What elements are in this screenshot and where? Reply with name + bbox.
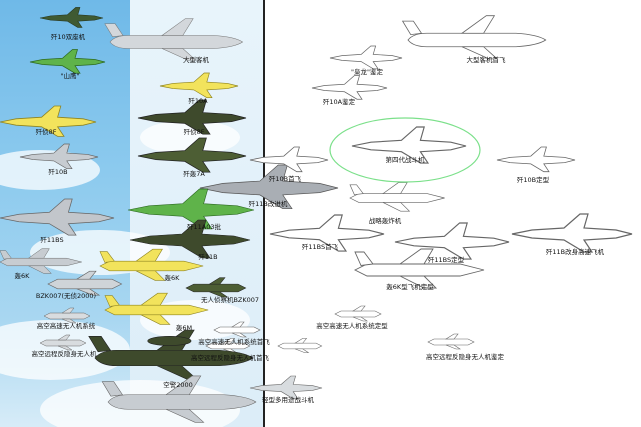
label-j10-twin-seat: 歼10双座机: [50, 33, 86, 41]
label-j10b-first-flight: 歼10B首飞: [268, 175, 302, 183]
h6k-bomber-left: [0, 248, 83, 274]
j11bs-final-outline: [394, 222, 510, 261]
h6m-yellow-bomber: [104, 292, 209, 325]
label-light-fighter: 轻型多用途战斗机: [262, 396, 314, 404]
label-strategic-bomber: 战略轰炸机: [368, 217, 402, 225]
label-kj2000: 空警2000: [163, 381, 193, 389]
jh7a-aircraft: [137, 137, 247, 174]
kj2000-awacs: [88, 329, 254, 381]
label-j11bs-first-flight: 歼11BS首飞: [301, 243, 339, 251]
label-airliner: 大型客机: [183, 56, 209, 64]
shanying-trainer-aircraft: [29, 48, 106, 74]
label-fourth-gen: 第四代战斗机: [385, 156, 425, 164]
label-shanying: "山鹰": [60, 72, 80, 80]
label-bzk007-left: BZK007(无侦2000): [35, 292, 97, 300]
bzk007-camo-drone: [185, 276, 247, 298]
label-j11bs-final: 歼11BS定型: [427, 256, 465, 264]
lr-uav-first-flight-outline: [277, 337, 323, 354]
label-jz8f-mid: 歼侦8F: [183, 128, 205, 136]
label-j11b-highspeed: 歼11B改身高速飞机: [545, 248, 605, 256]
label-j10b-final: 歼10B定型: [516, 176, 550, 184]
label-j11b: 歼11B: [198, 253, 218, 261]
label-h6m: 轰6M: [175, 324, 193, 332]
label-j11b-improved: 歼11B改进机: [248, 200, 288, 208]
label-j11bs-left: 歼11BS: [40, 236, 64, 244]
label-h6k-mid: 轰6K: [164, 274, 180, 282]
label-j10a-appraisal: 歼10A鉴定: [322, 98, 356, 106]
strategic-bomber-outline: [349, 182, 446, 212]
label-xiaolong: "枭龙"鉴定: [351, 68, 383, 76]
white-band-background: [264, 0, 641, 427]
j10a-outline: [311, 74, 388, 100]
hs-uav-left: [43, 307, 91, 324]
j10-twin-seat-aircraft: [39, 6, 104, 28]
fc1-xiaolong-outline: [329, 45, 403, 70]
hs-uav-mid: [213, 321, 261, 338]
hs-uav-final-outline: [334, 305, 382, 322]
label-lr-uav-mid: 高空远程反隐身无人机首飞: [191, 354, 269, 362]
label-h6k-final: 轰6K型飞机定型: [386, 283, 434, 291]
airliner-outline: [401, 15, 547, 60]
label-lr-uav-appraisal: 高空远程反隐身无人机鉴定: [426, 353, 504, 361]
j11b-highspeed-outline: [511, 213, 633, 253]
label-j10a: 歼10A: [188, 97, 208, 105]
lr-uav-appraisal-outline: [427, 333, 475, 350]
j10b-aircraft: [19, 143, 99, 170]
highlight-circle: [329, 117, 481, 183]
h6k-yellow-bomber: [99, 248, 204, 281]
label-hs-uav-mid: 高空高速无人机系统首飞: [198, 338, 270, 346]
label-j11a: 歼11A03批: [187, 223, 221, 231]
label-bzk007-mid: 无人侦察机BZK007: [200, 296, 260, 304]
j11bs-aircraft: [0, 198, 115, 237]
j10a-aircraft: [159, 72, 239, 99]
airliner-grey: [104, 17, 244, 61]
label-hs-uav-left: 高空高速无人机系统: [36, 322, 96, 330]
label-jh7a: 歼轰7A: [183, 170, 205, 178]
label-j10b-left: 歼10B: [48, 168, 68, 176]
j10b-outline: [249, 146, 329, 173]
timeline-divider: [263, 0, 265, 427]
j10b-final-outline: [496, 146, 576, 173]
lr-uav-left: [39, 334, 87, 351]
label-jz8f-left: 歼侦8F: [35, 128, 57, 136]
label-hs-uav-final: 高空高速无人机系统定型: [316, 322, 388, 330]
label-h6k-left: 轰6K: [14, 272, 30, 280]
label-lr-uav-left: 高空远程反隐身无人机: [31, 350, 97, 358]
label-airliner-first-flight: 大型客机首飞: [466, 56, 506, 64]
